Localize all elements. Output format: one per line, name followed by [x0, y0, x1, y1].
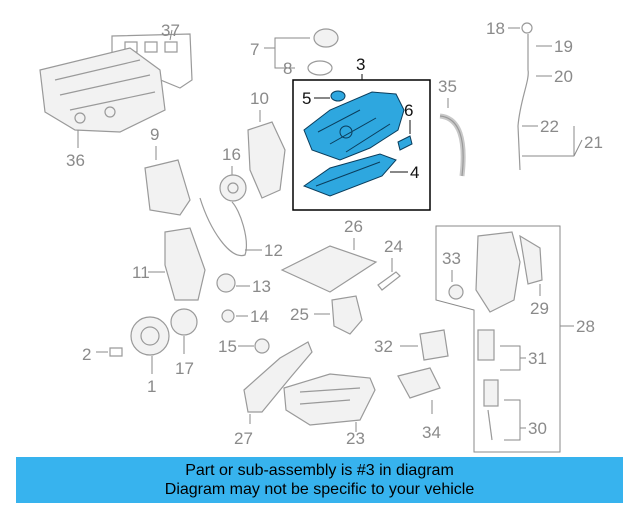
part-27-cover: [243, 341, 313, 413]
callout-23: 23: [346, 429, 365, 448]
part-20-dipstick-tube: [517, 34, 529, 171]
callout-4: 4: [410, 163, 419, 182]
callout-33: 33: [442, 249, 461, 268]
callout-16: 16: [222, 145, 241, 164]
callout-20: 20: [554, 67, 573, 86]
callout-10: 10: [250, 89, 269, 108]
part-5-cap[interactable]: [330, 90, 346, 102]
callout-31: 31: [528, 349, 547, 368]
callout-24: 24: [384, 237, 403, 256]
part-32-sensor: [419, 329, 449, 361]
callout-21: 21: [584, 133, 603, 152]
part-4-gasket[interactable]: [302, 153, 397, 197]
callout-27: 27: [234, 429, 253, 448]
part-30-filter: [483, 379, 499, 407]
part-28-housing: [475, 231, 521, 313]
highlight-box-part-3: 3 5 6 4: [292, 55, 431, 211]
callout-17: 17: [175, 359, 194, 378]
callout-28: 28: [576, 317, 595, 336]
part-16-sprocket: [219, 174, 247, 202]
callout-30: 30: [528, 419, 547, 438]
part-3-valve-cover[interactable]: [303, 91, 405, 161]
info-banner: Part or sub-assembly is #3 in diagram Di…: [16, 457, 623, 503]
part-8-seal: [307, 60, 333, 76]
callout-6: 6: [404, 101, 413, 120]
part-1-pulley: [130, 316, 170, 356]
part-7-oil-cap: [313, 28, 339, 48]
part-11-guide: [164, 227, 206, 301]
callout-35: 35: [438, 77, 457, 96]
callout-11: 11: [132, 263, 150, 282]
callout-25: 25: [290, 305, 309, 324]
part-35-hose: [439, 113, 466, 177]
callout-15: 15: [218, 337, 237, 356]
part-36-intake-manifold: [39, 47, 166, 133]
callout-12: 12: [264, 241, 283, 260]
callout-18: 18: [486, 19, 505, 38]
group-28-box: [435, 225, 561, 453]
part-13-gear: [216, 273, 236, 293]
callout-19: 19: [554, 37, 573, 56]
part-17-hub: [170, 308, 198, 336]
part-15-plug: [254, 338, 270, 354]
banner-line-2: Diagram may not be specific to your vehi…: [164, 481, 475, 498]
callout-26: 26: [344, 217, 363, 236]
callout-1: 1: [147, 377, 156, 396]
part-34-bracket: [397, 367, 441, 399]
part-24-bracket: [377, 271, 401, 291]
callout-36: 36: [66, 151, 85, 170]
part-31-element: [477, 329, 495, 361]
callout-22: 22: [540, 117, 559, 136]
callout-32: 32: [374, 337, 393, 356]
callout-14: 14: [250, 307, 269, 326]
callout-13: 13: [252, 277, 271, 296]
part-26-baffle: [280, 245, 378, 293]
part-10-cover: [247, 121, 286, 199]
part-29-gasket: [519, 234, 543, 285]
part-25-oil-pump: [331, 295, 363, 335]
callout-3: 3: [356, 55, 365, 74]
part-23-oil-pan: [283, 373, 376, 426]
part-6-seal[interactable]: [397, 135, 413, 151]
callout-29: 29: [530, 299, 549, 318]
callout-34: 34: [422, 423, 441, 442]
callout-37: 37: [161, 21, 180, 40]
part-14-bolt: [221, 309, 235, 323]
part-9-cover: [144, 159, 191, 216]
banner-line-1: Part or sub-assembly is #3 in diagram: [185, 462, 454, 479]
callout-2: 2: [82, 345, 91, 364]
callout-5: 5: [302, 89, 311, 108]
callout-9: 9: [150, 125, 159, 144]
callout-7: 7: [250, 40, 259, 59]
part-12-chain: [199, 197, 247, 257]
part-33-sensor: [448, 284, 464, 300]
